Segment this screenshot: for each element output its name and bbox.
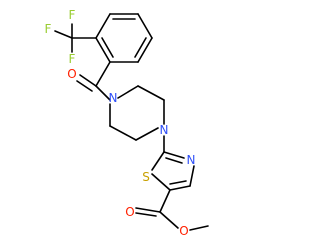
- bond: [159, 189, 171, 213]
- oxygen-atom-label: O: [67, 67, 76, 81]
- bond: [169, 180, 187, 185]
- bond: [54, 30, 73, 39]
- bond: [95, 61, 111, 87]
- bond-lines: [54, 13, 209, 231]
- bond: [159, 211, 179, 229]
- fluorine-atom-label: F: [69, 52, 76, 66]
- bond: [165, 157, 183, 164]
- fluorine-atom-label: F: [69, 8, 76, 22]
- nitrogen-atom-label: N: [109, 91, 118, 105]
- bond: [137, 85, 165, 101]
- bond: [101, 37, 114, 58]
- bond: [169, 185, 191, 191]
- bond: [137, 13, 153, 39]
- bond: [79, 74, 97, 87]
- oxygen-atom-label: O: [125, 205, 134, 219]
- chemical-structure: F F F O N N N S O O: [45, 8, 209, 238]
- bond: [163, 151, 185, 159]
- fluorine-atom-label: F: [45, 22, 52, 36]
- nitrogen-atom-label: N: [160, 123, 169, 137]
- bond: [76, 80, 93, 92]
- sulfur-atom-label: S: [142, 170, 150, 184]
- nitrogen-atom-label: N: [187, 153, 196, 167]
- bond: [95, 13, 111, 39]
- bond: [95, 37, 111, 63]
- bond: [189, 225, 209, 231]
- bond: [137, 37, 153, 63]
- bond: [134, 37, 147, 58]
- oxygen-atom-label: O: [179, 224, 188, 238]
- bond: [109, 125, 137, 141]
- bond: [189, 165, 195, 187]
- bond: [135, 212, 157, 217]
- bond: [135, 127, 159, 141]
- bond: [151, 151, 165, 171]
- bond: [151, 173, 171, 191]
- bond: [117, 85, 139, 99]
- bond: [135, 207, 161, 213]
- atom-labels: F F F O N N N S O O: [45, 8, 196, 238]
- bond: [95, 85, 111, 101]
